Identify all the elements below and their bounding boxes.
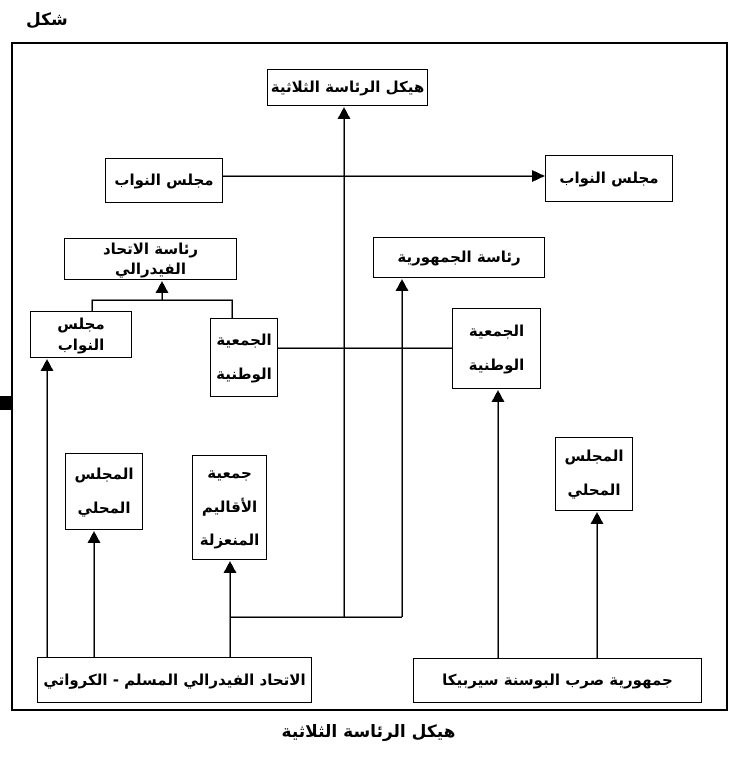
node-local-council-left: المجلس المحلي [65,453,143,530]
node-republic-presidency: رئاسة الجمهورية [373,237,545,278]
figure-label: شكل [26,10,68,30]
node-national-assembly-center: الجمعية الوطنية [210,318,278,397]
node-bosnian-serb-republic: جمهورية صرب البوسنة سيربيكا [413,658,702,703]
node-council-of-deputies-right: مجلس النواب [545,155,673,202]
arrow-to-local-council-right [590,512,604,658]
arrow-to-national-assembly-right [491,390,505,658]
node-tripartite-presidency: هيكل الرئاسة الثلاثية [267,69,428,106]
arrow-to-republic-presidency [395,279,409,617]
arrow-to-lower-deputies [40,359,54,657]
node-local-council-right: المجلس المحلي [555,437,633,511]
node-national-assembly-right: الجمعية الوطنية [452,308,541,389]
node-council-of-deputies-left: مجلس النواب [105,158,223,203]
node-federal-union-presidency: رئاسة الاتحاد الفيدرالي [64,238,237,280]
bus-to-federal-presidency [91,281,233,318]
diagram-frame [11,42,728,711]
diagram-caption: هيكل الرئاسة الثلاثية [281,722,456,742]
border-artifact-mark [0,396,13,410]
arrow-to-isolated-regions [223,561,237,657]
arrow-center-to-top [337,107,351,617]
node-council-of-deputies-lower: مجلس النواب [30,311,132,358]
arrow-deputies-left-to-right [223,170,545,182]
node-isolated-regions-assembly: جمعية الأقاليم المنعزلة [192,455,267,560]
node-muslim-croat-federal-union: الاتحاد الفيدرالي المسلم - الكرواتي [37,657,312,703]
arrow-to-local-council-left [87,531,101,657]
